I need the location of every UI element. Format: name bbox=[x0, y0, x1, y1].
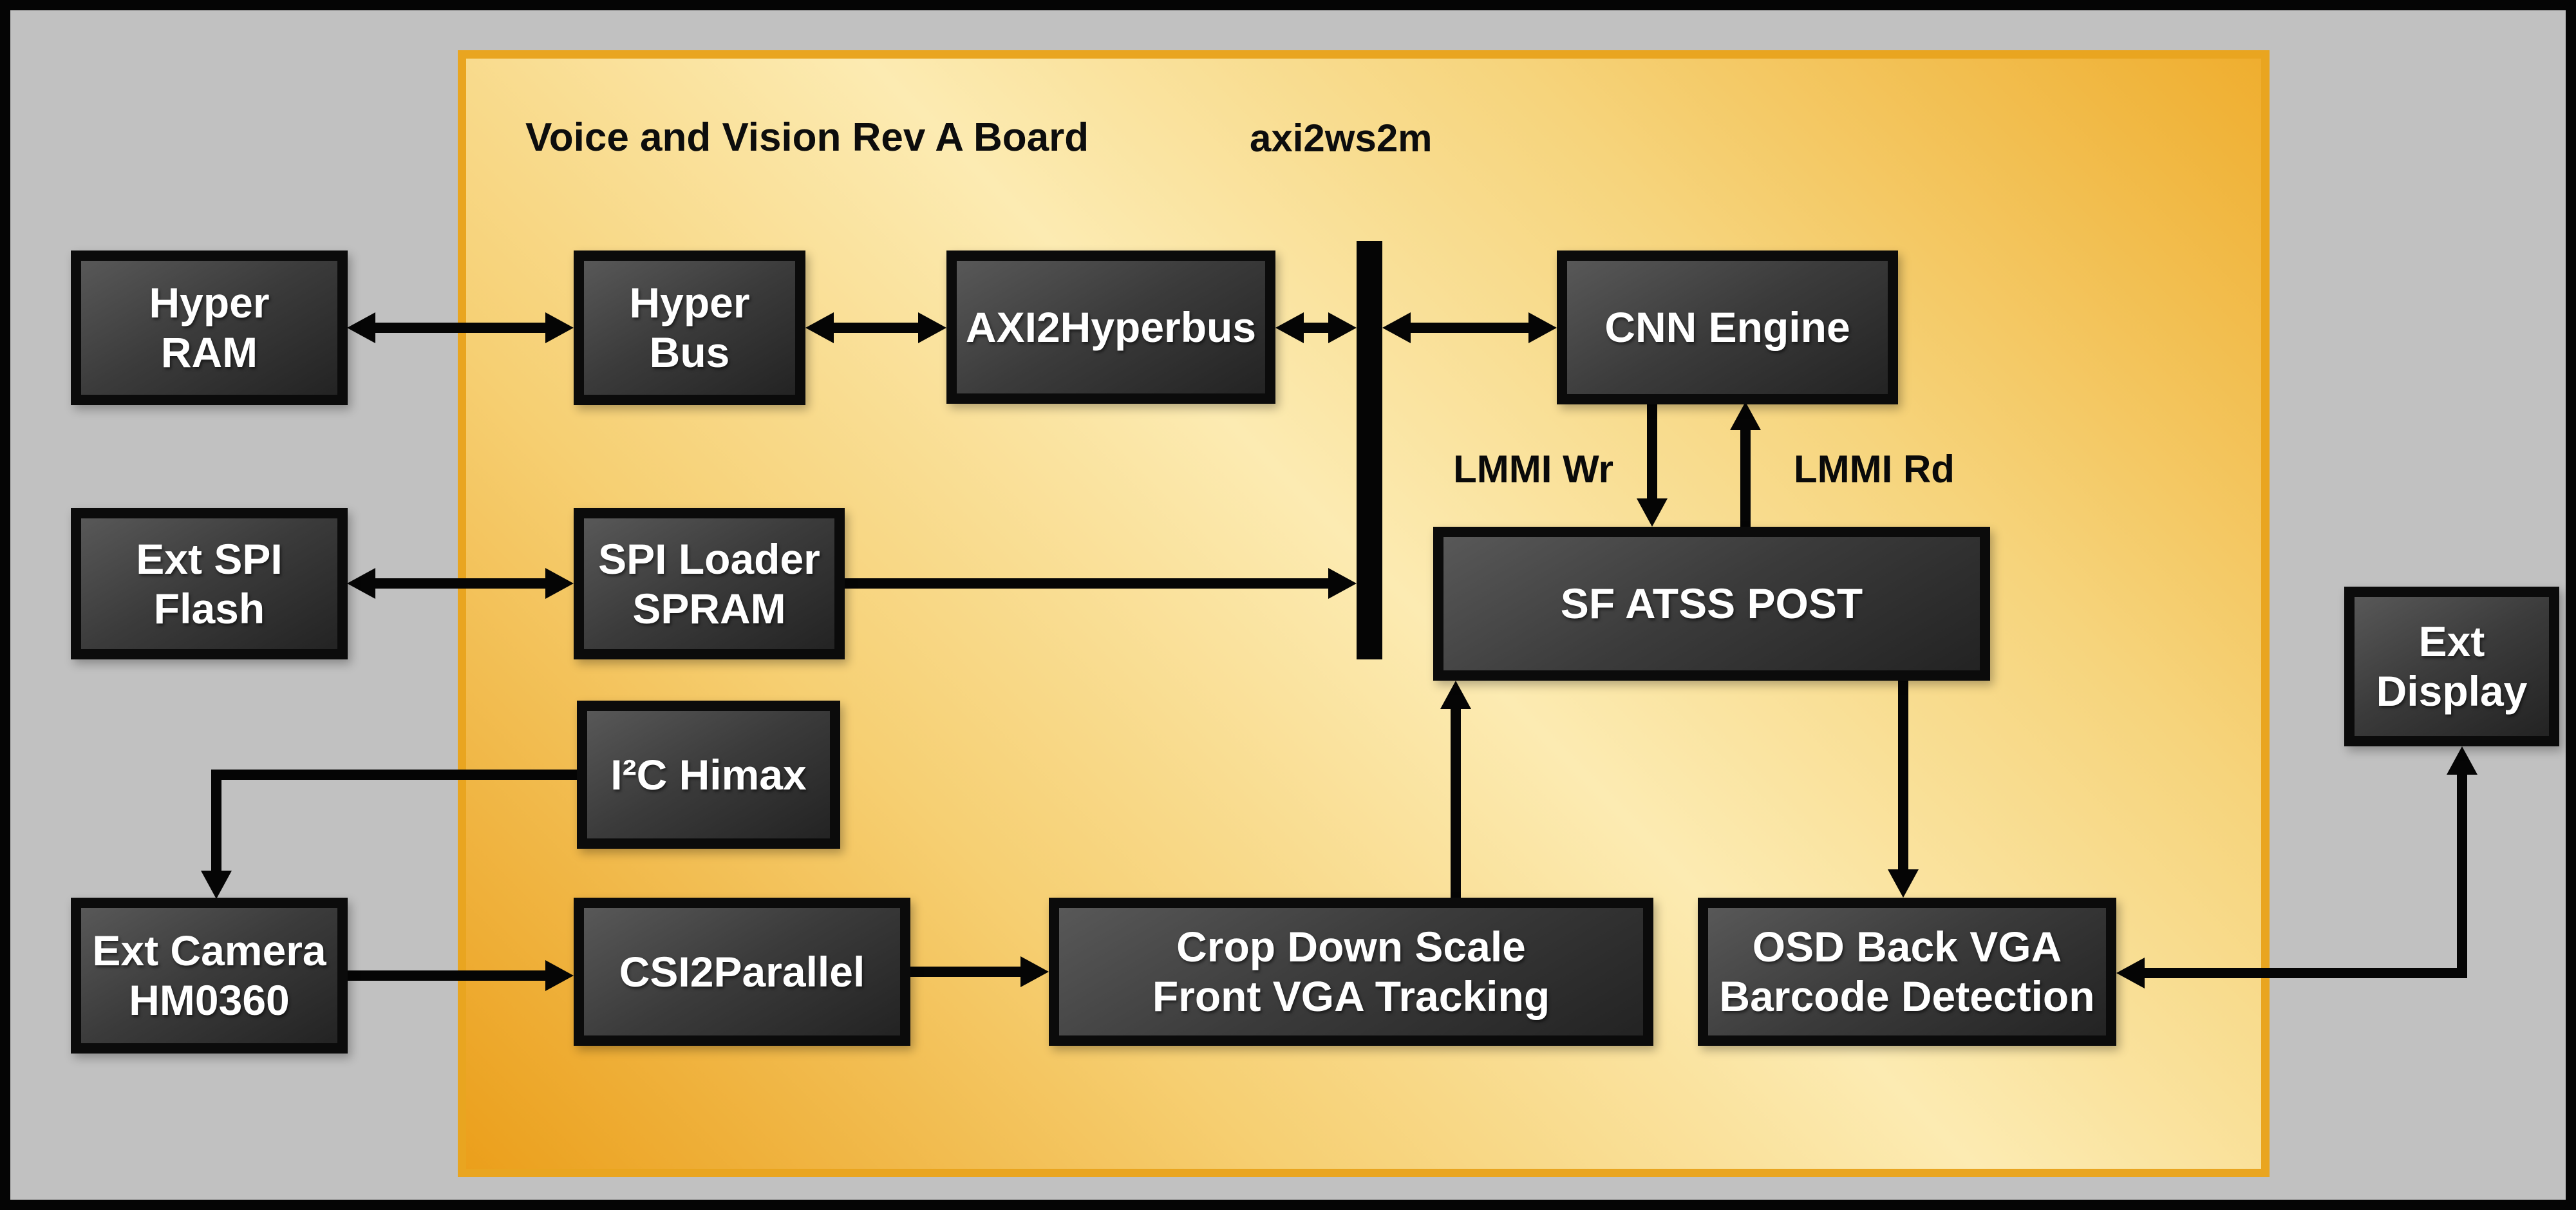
axi-bus-bar bbox=[1357, 241, 1382, 659]
block-label-line: Display bbox=[2376, 667, 2528, 715]
block-label-line: SPI Loader bbox=[598, 534, 820, 583]
arrow-head-right bbox=[918, 312, 946, 343]
arrow-head-down bbox=[201, 871, 232, 899]
block-label-line: Front VGA Tracking bbox=[1152, 972, 1550, 1020]
block-label-line: HM0360 bbox=[129, 976, 290, 1024]
block-ext-spi-flash: Ext SPI Flash bbox=[71, 508, 348, 659]
block-panel: Ext Camera HM0360 bbox=[81, 908, 337, 1043]
block-label-line: Crop Down Scale bbox=[1176, 923, 1526, 971]
arrow-head-down bbox=[1888, 869, 1919, 898]
arrow-head-right bbox=[545, 568, 574, 599]
block-crop-down-scale: Crop Down Scale Front VGA Tracking bbox=[1049, 898, 1653, 1046]
arrow-head-left bbox=[2116, 958, 2145, 988]
block-panel: Hyper Bus bbox=[584, 261, 795, 395]
board-subtitle: axi2ws2m bbox=[1250, 117, 1433, 160]
block-label-line: Ext bbox=[2418, 618, 2485, 666]
block-label-line: Hyper bbox=[149, 279, 270, 327]
block-label-line: Hyper bbox=[629, 279, 750, 327]
block-label-line: CSI2Parallel bbox=[619, 947, 865, 996]
block-csi2parallel: CSI2Parallel bbox=[574, 898, 910, 1046]
block-label-line: SPRAM bbox=[632, 584, 786, 632]
block-panel: SPI Loader SPRAM bbox=[584, 518, 834, 649]
block-label-line: Ext SPI bbox=[136, 534, 283, 583]
arrow-shaft bbox=[211, 770, 577, 780]
arrow-shaft bbox=[2143, 968, 2467, 978]
block-label-line: SF ATSS POST bbox=[1560, 580, 1863, 628]
arrow-head-up bbox=[1730, 402, 1761, 430]
arrow-head-right bbox=[1528, 312, 1557, 343]
arrow-shaft bbox=[211, 770, 221, 873]
arrow-shaft bbox=[1297, 323, 1333, 333]
block-panel: Hyper RAM bbox=[81, 261, 337, 395]
block-label-line: RAM bbox=[160, 328, 258, 376]
block-panel: Ext Display bbox=[2355, 597, 2549, 736]
block-panel: OSD Back VGA Barcode Detection bbox=[1708, 908, 2106, 1035]
block-label-line: OSD Back VGA bbox=[1752, 923, 2062, 971]
arrow-shaft bbox=[1404, 323, 1535, 333]
arrow-head-right bbox=[1328, 312, 1357, 343]
arrow-shaft bbox=[1647, 404, 1657, 501]
block-axi2hyperbus: AXI2Hyperbus bbox=[946, 251, 1275, 404]
board-title: Voice and Vision Rev A Board bbox=[525, 115, 1089, 160]
lmmi-rd-label: LMMI Rd bbox=[1794, 448, 1955, 491]
block-hyper-bus: Hyper Bus bbox=[574, 251, 805, 405]
arrow-head-right bbox=[1020, 956, 1049, 987]
block-hyper-ram: Hyper RAM bbox=[71, 251, 348, 405]
block-osd-back-vga: OSD Back VGA Barcode Detection bbox=[1698, 898, 2116, 1046]
block-label-line: CNN Engine bbox=[1604, 303, 1850, 352]
arrow-shaft bbox=[1740, 428, 1751, 527]
block-panel: Ext SPI Flash bbox=[81, 518, 337, 649]
arrow-shaft bbox=[2457, 773, 2467, 978]
arrow-shaft bbox=[368, 323, 552, 333]
arrow-shaft bbox=[910, 967, 1026, 977]
arrow-shaft bbox=[368, 578, 552, 589]
block-label-line: Ext Camera bbox=[92, 927, 326, 975]
arrow-head-right bbox=[1328, 568, 1357, 599]
block-label-line: I²C Himax bbox=[610, 750, 807, 799]
block-ext-display: Ext Display bbox=[2344, 587, 2559, 746]
arrow-shaft bbox=[827, 323, 925, 333]
block-panel: AXI2Hyperbus bbox=[957, 261, 1265, 393]
lmmi-wr-label: LMMI Wr bbox=[1453, 448, 1613, 491]
arrow-head-up bbox=[1440, 681, 1471, 709]
arrow-head-right bbox=[545, 312, 574, 343]
block-label-line: AXI2Hyperbus bbox=[965, 303, 1257, 351]
block-sf-atss-post: SF ATSS POST bbox=[1433, 527, 1990, 681]
arrow-head-up bbox=[2447, 746, 2477, 775]
arrow-shaft bbox=[845, 578, 1331, 589]
block-label-line: Flash bbox=[153, 584, 265, 632]
block-ext-camera-hm0360: Ext Camera HM0360 bbox=[71, 898, 348, 1054]
block-panel: Crop Down Scale Front VGA Tracking bbox=[1059, 908, 1643, 1035]
block-i2c-himax: I²C Himax bbox=[577, 701, 840, 849]
block-label-line: Bus bbox=[649, 328, 730, 376]
arrow-shaft bbox=[1451, 706, 1461, 898]
arrow-head-down bbox=[1637, 498, 1668, 527]
block-spi-loader-spram: SPI Loader SPRAM bbox=[574, 508, 845, 659]
arrow-head-right bbox=[545, 960, 574, 991]
arrow-shaft bbox=[1898, 681, 1908, 871]
block-cnn-engine: CNN Engine bbox=[1557, 251, 1898, 404]
block-panel: I²C Himax bbox=[587, 711, 830, 838]
block-panel: SF ATSS POST bbox=[1443, 537, 1980, 670]
block-panel: CSI2Parallel bbox=[584, 908, 900, 1035]
block-panel: CNN Engine bbox=[1567, 261, 1888, 394]
block-label-line: Barcode Detection bbox=[1719, 972, 2095, 1020]
arrow-shaft bbox=[348, 970, 548, 981]
